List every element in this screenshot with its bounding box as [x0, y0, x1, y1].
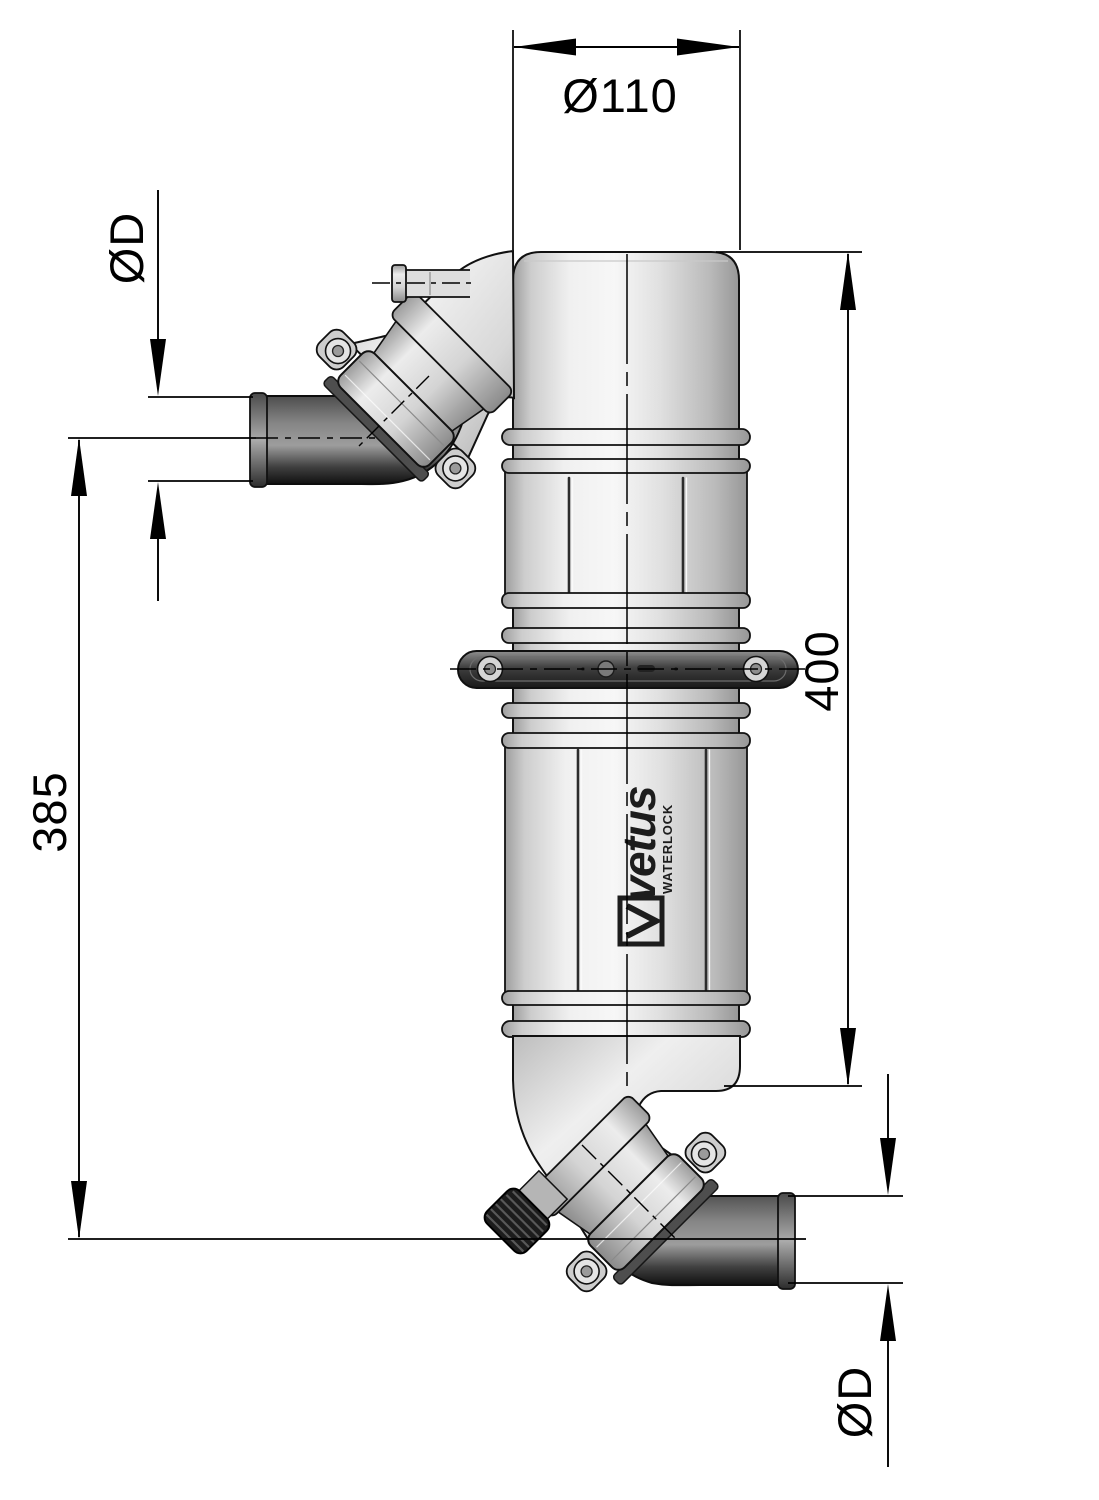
body-ribs-vertical [567, 476, 711, 992]
outlet-clamp-screw-boss-bottom [565, 1250, 608, 1293]
outlet-axis-centerline [581, 1144, 679, 1242]
muffler-body [501, 251, 751, 1038]
outlet-clamp-screw-boss-top [684, 1131, 727, 1174]
inlet-axis-centerline [358, 375, 430, 447]
outlet-hose-spigot-end [777, 1192, 796, 1290]
vetus-logo: vetus WATERLOCK [613, 786, 675, 947]
outlet-clamp-ring [529, 1095, 727, 1293]
label-top-width: Ø110 [562, 69, 678, 122]
dimension-outlet-diameter [788, 1074, 903, 1467]
label-height-385: 385 [23, 771, 76, 852]
brand-v-mark [617, 895, 665, 947]
inlet-clamp-screw-boss-top [315, 328, 358, 371]
label-outlet-diameter: ØD [828, 1366, 881, 1439]
label-inlet-diameter: ØD [100, 212, 153, 285]
dimension-height-400 [716, 251, 862, 1087]
inlet-clamp-screw-boss-bottom [434, 447, 477, 490]
dimension-height-385 [68, 437, 806, 1240]
drain-plug [483, 1169, 569, 1255]
inlet-assembly [249, 249, 516, 490]
dimensions [68, 30, 903, 1467]
dimension-top-width [512, 30, 741, 250]
label-height-400: 400 [795, 630, 848, 711]
centerlines [256, 254, 808, 1242]
dimension-inlet-diameter [148, 190, 253, 601]
outlet-assembly [483, 1035, 796, 1293]
brand-wordmark: vetus [613, 786, 665, 902]
inlet-hose-spigot-end [249, 392, 268, 488]
brand-sub-label: WATERLOCK [660, 804, 675, 894]
